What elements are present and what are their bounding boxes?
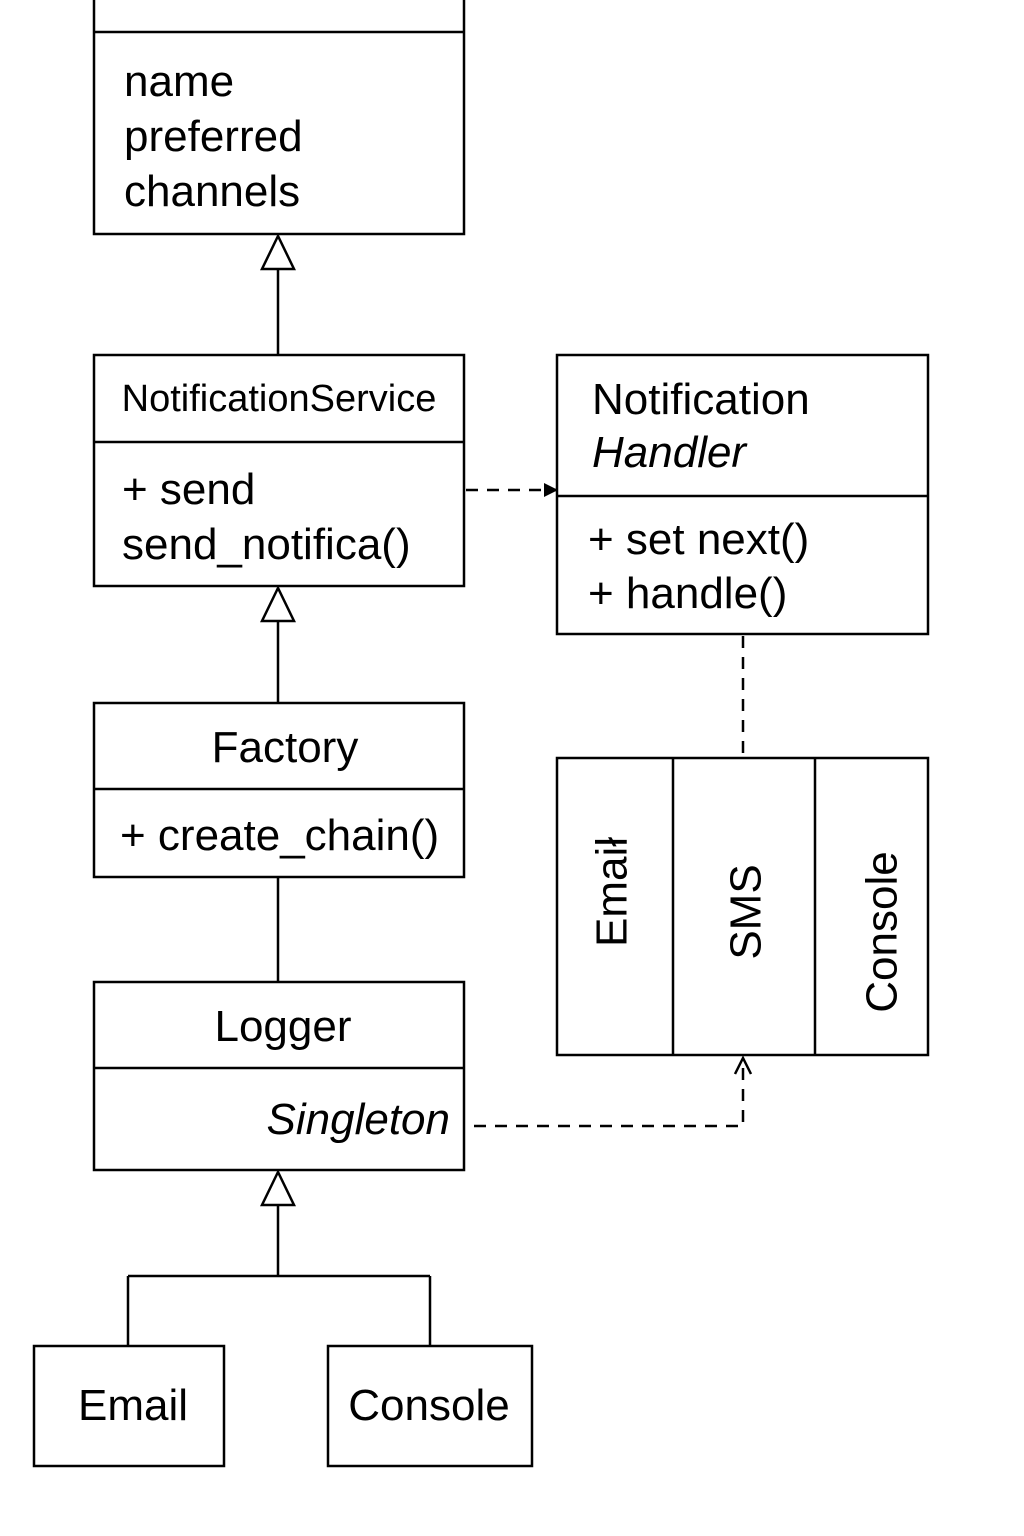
user-class: name preferred channels — [92, 0, 466, 236]
notification-service-box — [92, 353, 466, 588]
email-logger-class: Email — [32, 1344, 226, 1468]
handler-console-label: Console — [858, 851, 907, 1012]
user-class-box — [92, 0, 466, 236]
method-create-chain: + create_chain() — [120, 811, 439, 860]
dependency-logger-to-handlers — [474, 1055, 753, 1128]
logger-class: Logger Singleton — [92, 980, 466, 1172]
logger-box — [92, 980, 466, 1172]
notification-handler-class: Notification Handler + set next() + hand… — [555, 353, 930, 636]
attribute-channels: channels — [124, 167, 300, 216]
notification-handler-title-line2: Handler — [592, 428, 748, 477]
notification-service-class: NotificationService + send send_notifica… — [92, 353, 466, 588]
dependency-arrowhead — [733, 1055, 753, 1075]
handler-sms-label: SMS — [722, 864, 771, 959]
concrete-handlers-outline — [555, 756, 930, 1057]
console-logger-label: Console — [348, 1381, 509, 1430]
attribute-preferred: preferred — [124, 112, 303, 161]
attribute-name: name — [124, 57, 234, 106]
inheritance-subclasses-to-logger — [126, 1169, 432, 1345]
factory-title: Factory — [212, 723, 359, 772]
method-set-next: + set next() — [588, 515, 809, 564]
handler-email-label: Emaił — [588, 837, 637, 947]
email-logger-label: Email — [78, 1381, 188, 1430]
method-send: + send — [122, 465, 255, 514]
inheritance-arrowhead — [260, 585, 296, 623]
logger-stereotype: Singleton — [267, 1095, 450, 1144]
inheritance-arrowhead — [260, 1169, 296, 1207]
dependency-line — [474, 1066, 745, 1128]
logger-title: Logger — [214, 1002, 351, 1051]
notification-handler-title-line1: Notification — [592, 375, 810, 424]
method-handle: + handle() — [588, 569, 787, 618]
console-logger-box — [326, 1344, 534, 1468]
notification-handler-box — [555, 353, 930, 636]
method-send-notification: send_notifica() — [122, 520, 411, 569]
email-logger-box — [32, 1344, 226, 1468]
inheritance-service-to-user — [260, 233, 296, 354]
console-logger-class: Console — [326, 1344, 534, 1468]
factory-class: Factory + create_chain() — [92, 701, 466, 879]
inheritance-arrowhead — [260, 233, 296, 271]
concrete-handlers-box: Emaił SMS Console — [555, 756, 930, 1057]
inheritance-factory-to-service — [260, 585, 296, 702]
notification-service-title: NotificationService — [122, 378, 437, 420]
